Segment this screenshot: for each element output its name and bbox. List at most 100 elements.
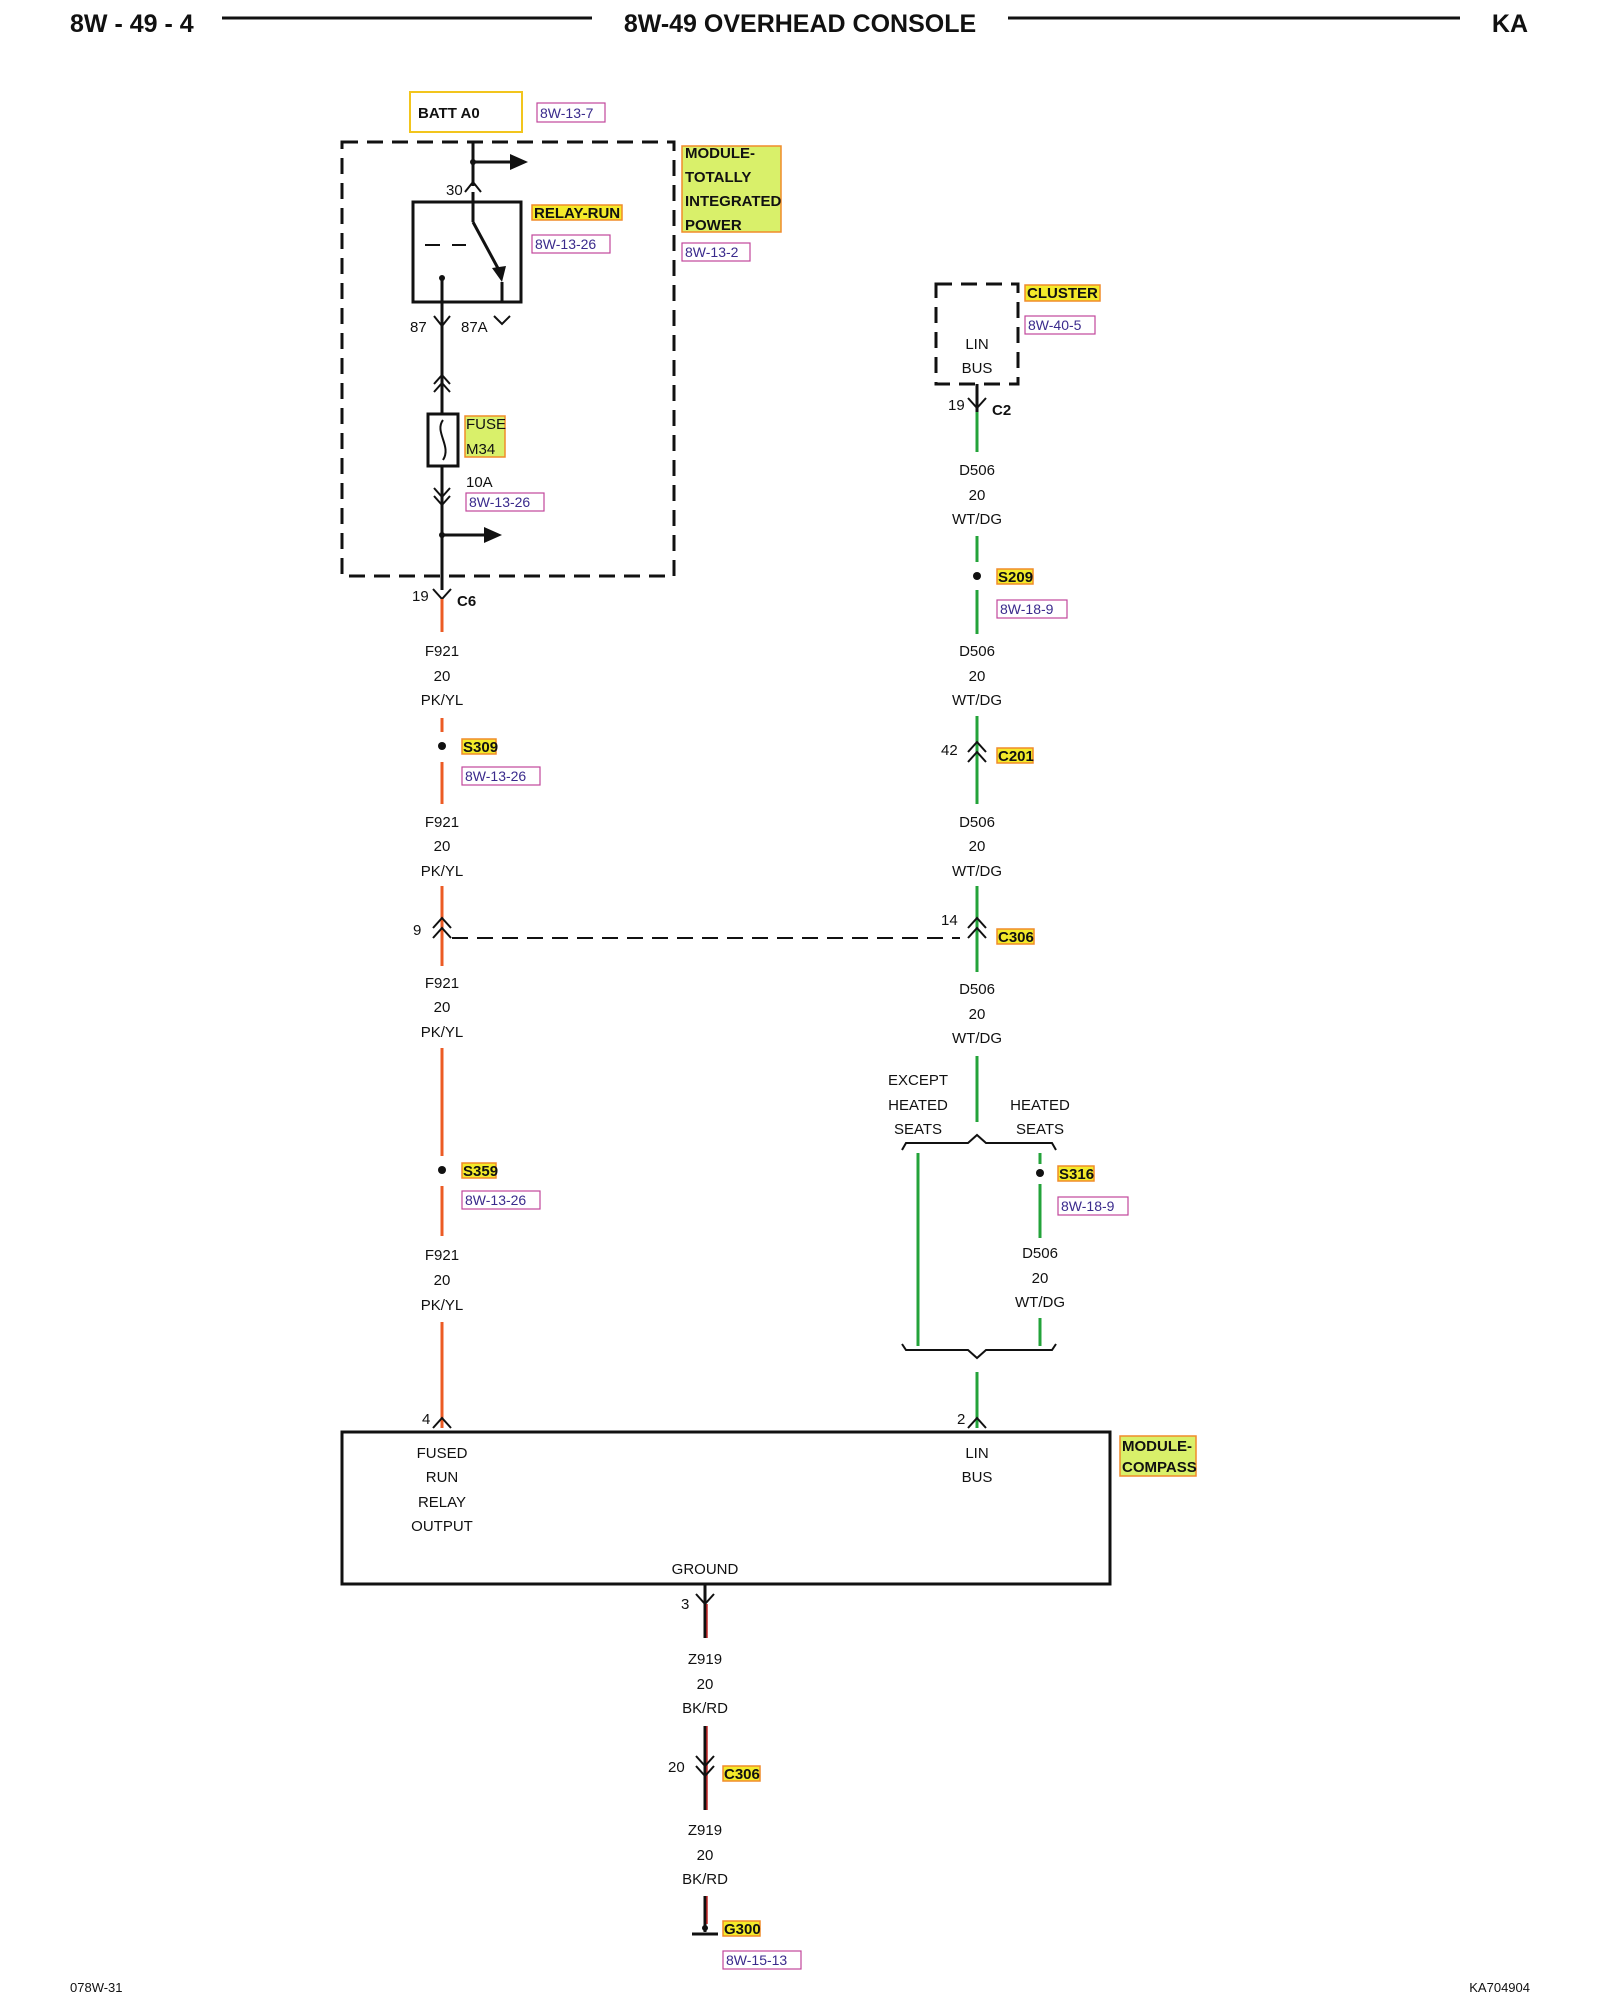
d506-label-2-color: WT/DG (952, 692, 1002, 709)
d506-label-3-gauge: 20 (969, 838, 986, 855)
pin30-label: 30 (446, 182, 463, 199)
option-brace-top (901, 1133, 1057, 1151)
s316-ref-link[interactable]: 8W-18-9 (1061, 1198, 1115, 1214)
s209-label: S209 (998, 569, 1033, 586)
s316-splice-dot (1036, 1169, 1044, 1177)
tipm-ref-link[interactable]: 8W-13-2 (685, 244, 739, 260)
ground-label: GROUND (672, 1561, 739, 1578)
g300-ref-frame (722, 1950, 802, 1970)
z919-label-2-color: BK/RD (682, 1871, 728, 1888)
f921-label-4-circuit: F921 (425, 1247, 459, 1264)
s359-label: S359 (463, 1163, 498, 1180)
tipm-label-line-2: TOTALLY (685, 169, 751, 186)
s316-label: S316 (1059, 1166, 1094, 1183)
compass-pin2-connector (967, 1416, 987, 1429)
batt-label-frame (409, 91, 523, 133)
fuse-label-highlight (464, 415, 506, 458)
s309-label: S309 (463, 739, 498, 756)
compass-pin4-label: 4 (422, 1411, 430, 1428)
ground-point-dot (702, 1925, 708, 1931)
fuse-rating: 10A (466, 474, 493, 491)
batt-splice-dot (470, 159, 476, 165)
fuse-ref-link[interactable]: 8W-13-26 (469, 494, 530, 510)
c306-ground-connector (695, 1755, 715, 1778)
s309-ref-link[interactable]: 8W-13-26 (465, 768, 526, 784)
batt-ref-link[interactable]: 8W-13-7 (540, 105, 594, 121)
d506-label-1-gauge: 20 (969, 487, 986, 504)
z919-label-1-circuit: Z919 (688, 1651, 722, 1668)
c2-label: C2 (992, 402, 1011, 419)
f921-label-2-gauge: 20 (434, 838, 451, 855)
s359-ref-frame (461, 1190, 541, 1210)
pin87a-label: 87A (461, 319, 488, 336)
option-brace-bottom (901, 1343, 1057, 1360)
tipm-label-line-3: INTEGRATED (685, 193, 782, 210)
d506-label-5-gauge: 20 (1032, 1270, 1049, 1287)
c306-left-pin-label: 9 (413, 922, 421, 939)
g300-ref-link[interactable]: 8W-15-13 (726, 1952, 787, 1968)
c306-ground-highlight (722, 1765, 761, 1782)
fused-run-label-4: OUTPUT (411, 1518, 473, 1535)
s316-ref-frame (1057, 1196, 1129, 1216)
compass-label-highlight (1119, 1435, 1197, 1477)
s309-ref-frame (461, 766, 541, 786)
c306-label: C306 (998, 929, 1034, 946)
page-title: 8W-49 OVERHEAD CONSOLE (624, 10, 976, 38)
compass-pin2-label: 2 (957, 1411, 965, 1428)
cluster-lin-label-2: BUS (962, 360, 993, 377)
compass-label-line-1: MODULE- (1122, 1438, 1192, 1455)
s209-splice-dot (973, 572, 981, 580)
c306-right-pin-label: 14 (941, 912, 958, 929)
d506-label-1-circuit: D506 (959, 462, 995, 479)
s359-splice-dot (438, 1166, 446, 1174)
d506-label-3-color: WT/DG (952, 863, 1002, 880)
compass-pin4-connector (432, 1416, 452, 1429)
c306-right-connector (967, 916, 987, 939)
cluster-label: CLUSTER (1027, 285, 1098, 302)
fused-run-label-1: FUSED (417, 1445, 468, 1462)
footer-right-code: KA704904 (1469, 1980, 1530, 1995)
z919-label-2-gauge: 20 (697, 1847, 714, 1864)
relay-ref-link[interactable]: 8W-13-26 (535, 236, 596, 252)
c201-pin-label: 42 (941, 742, 958, 759)
tipm-module-outline (340, 140, 676, 578)
c2-pin-label: 19 (948, 397, 965, 414)
s209-ref-link[interactable]: 8W-18-9 (1000, 601, 1054, 617)
relay-arm-arrow (492, 266, 506, 282)
c6-label: C6 (457, 593, 476, 610)
batt-branch-arrow (510, 154, 528, 170)
c306-left-connector (432, 916, 452, 939)
f921-label-3-circuit: F921 (425, 975, 459, 992)
d506-label-4-circuit: D506 (959, 981, 995, 998)
page-number: 8W - 49 - 4 (70, 10, 194, 38)
c201-connector (967, 740, 987, 763)
f921-label-1-gauge: 20 (434, 668, 451, 685)
fuse-ref-frame (465, 492, 545, 512)
c306-highlight (996, 928, 1035, 945)
cluster-ref-link[interactable]: 8W-40-5 (1028, 317, 1082, 333)
tipm-label-line-1: MODULE- (685, 145, 755, 162)
s316-highlight (1057, 1165, 1095, 1182)
batt-label: BATT A0 (418, 105, 480, 122)
tipm-ref-frame (681, 242, 751, 262)
c6-pin-label: 19 (412, 588, 429, 605)
fuse-out-branch-arrow (484, 527, 502, 543)
c306-ground-label: C306 (724, 1766, 760, 1783)
pin87a-terminal (493, 315, 511, 326)
footer-left-code: 078W-31 (70, 1980, 123, 1995)
s209-ref-frame (996, 599, 1068, 619)
pin87-label: 87 (410, 319, 427, 336)
cluster-module-outline (934, 282, 1020, 386)
relay-run-box (411, 200, 523, 304)
relay-label-highlight (531, 204, 623, 221)
internal-connector (433, 373, 451, 393)
d506-label-4-color: WT/DG (952, 1030, 1002, 1047)
f921-label-1-color: PK/YL (421, 692, 464, 709)
except-heated-label-2: HEATED (888, 1097, 948, 1114)
z919-label-2-circuit: Z919 (688, 1822, 722, 1839)
compass-pin3-label: 3 (681, 1596, 689, 1613)
s209-highlight (996, 568, 1034, 585)
z919-label-1-gauge: 20 (697, 1676, 714, 1693)
z919-label-1-color: BK/RD (682, 1700, 728, 1717)
s359-ref-link[interactable]: 8W-13-26 (465, 1192, 526, 1208)
